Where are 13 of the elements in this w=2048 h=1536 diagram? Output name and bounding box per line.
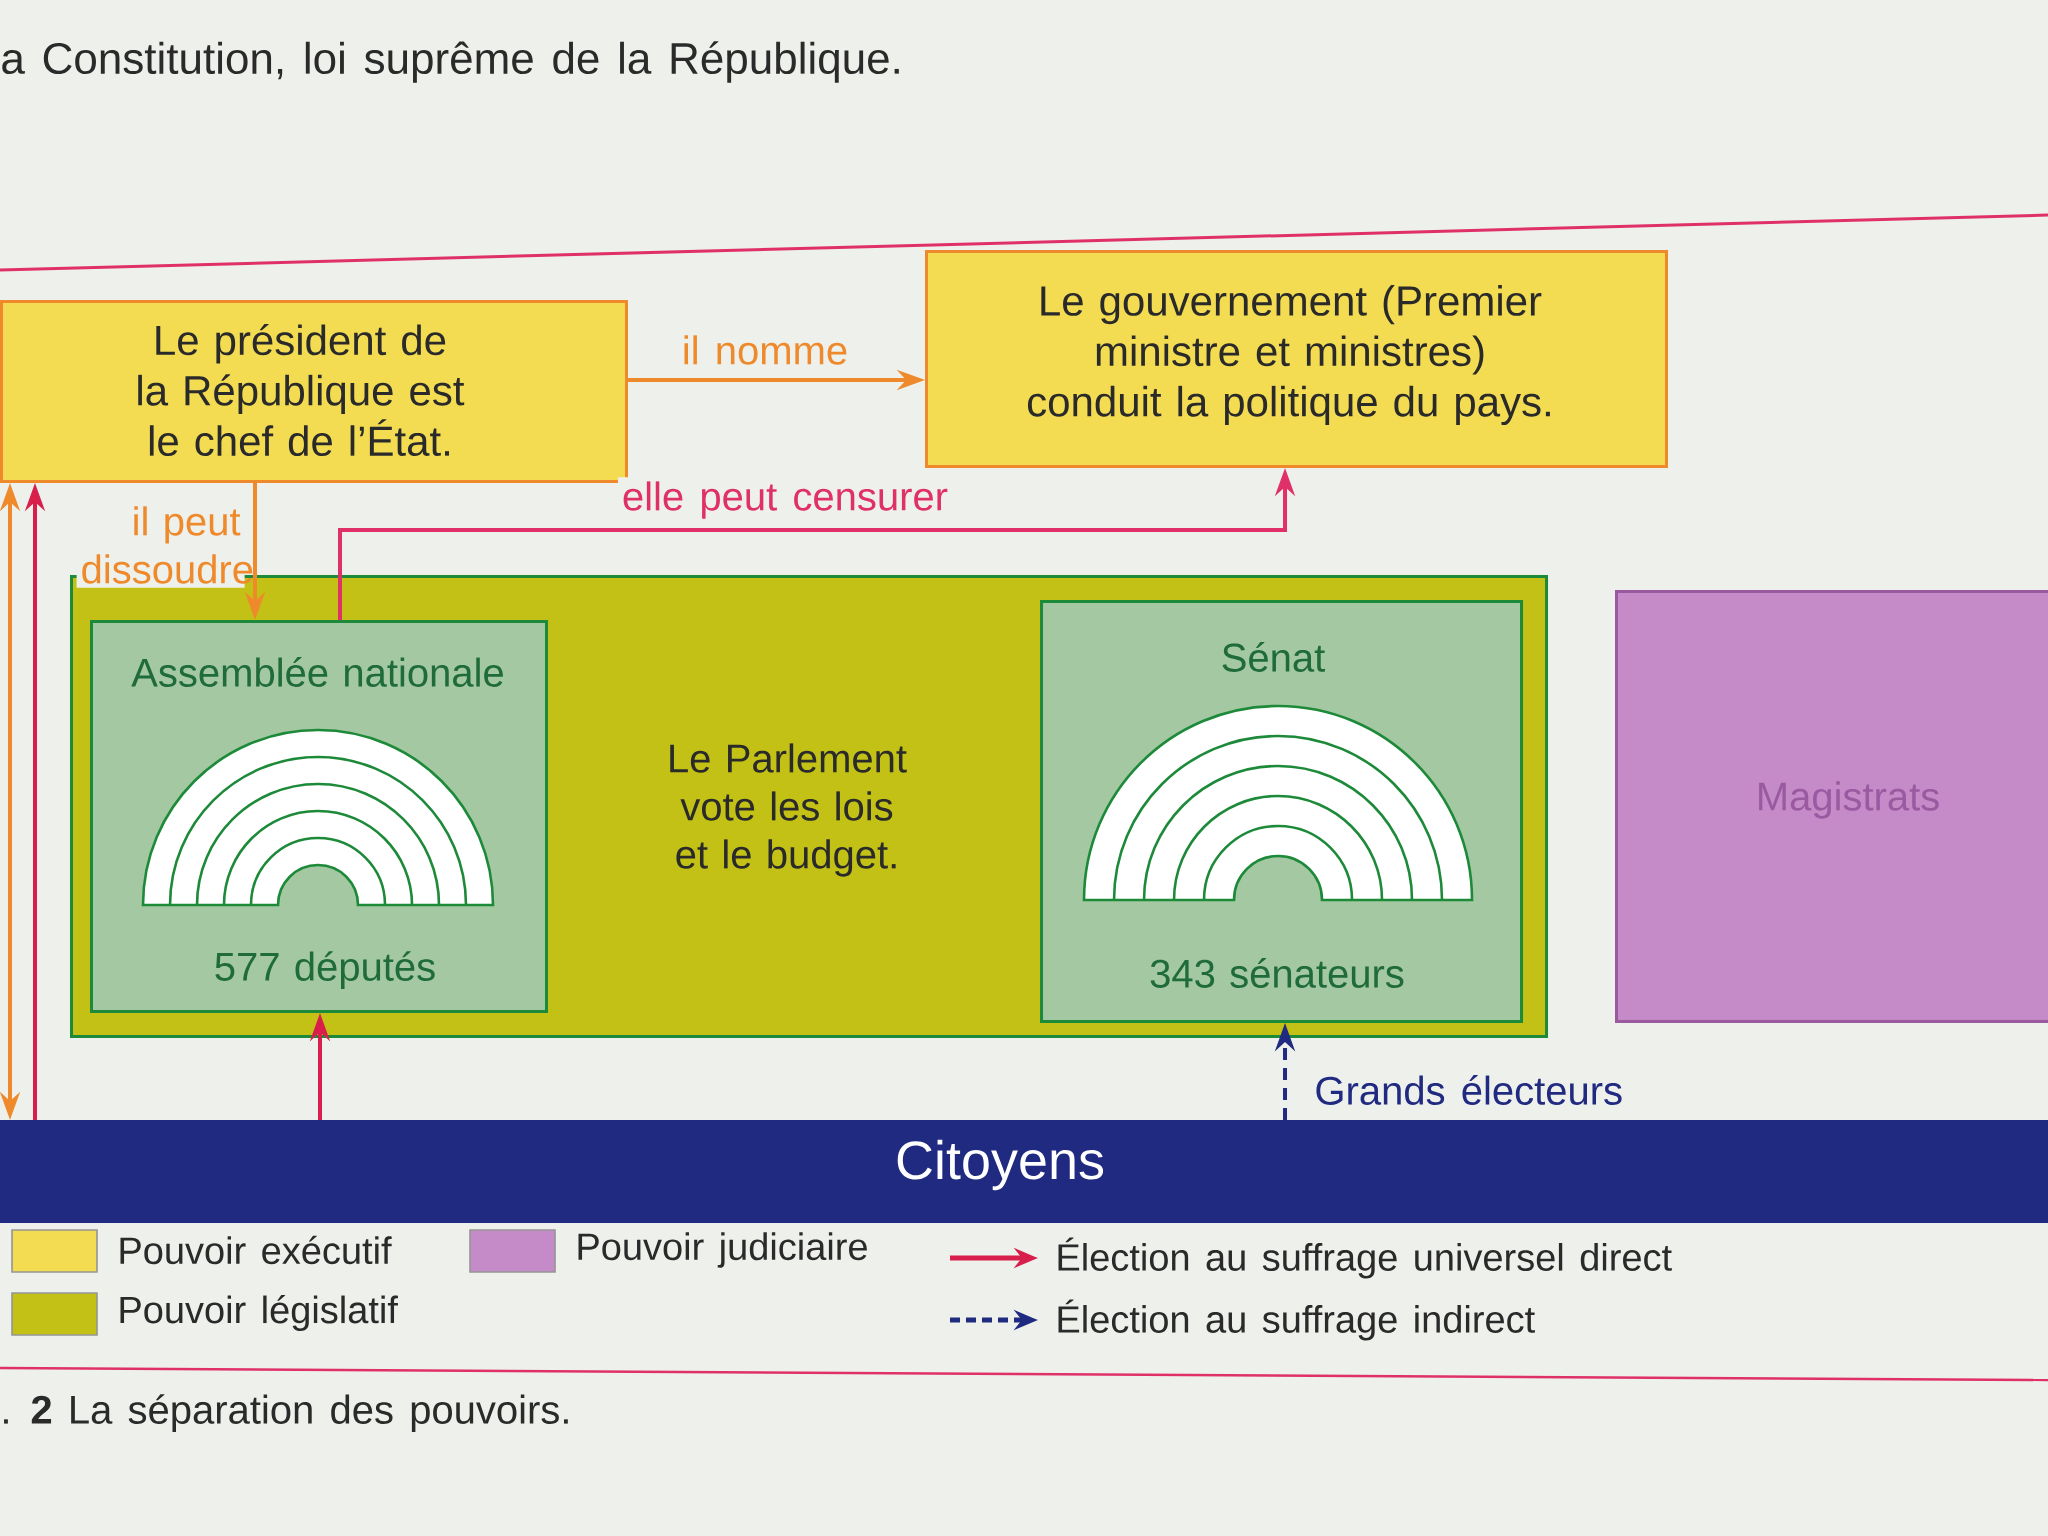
legend-text: Pouvoir législatif: [120, 1295, 398, 1331]
executive-box: Le gouvernement (Premier ministre et ministres) conduit la politique du pays.: [925, 250, 1669, 468]
heading-text: a Constitution, loi suprême de la République.: [2, 41, 899, 83]
legend-text: Élection au suffrage universel direct: [1058, 1237, 1672, 1279]
edge-label: il nomme: [677, 331, 853, 369]
legend-text: Pouvoir exécutif: [120, 1235, 392, 1265]
executive-box: Le président de la République est le chef de l’État.: [0, 300, 628, 483]
edge-label: elle peut censurer: [617, 477, 953, 523]
citizens-band: Citoyens: [0, 1120, 2048, 1223]
legend-text: Élection au suffrage indirect: [1058, 1299, 1535, 1341]
caption: . 2 La séparation des pouvoirs.: [4, 1394, 568, 1432]
edge-label: Grands électeurs: [1310, 1071, 1628, 1109]
legend-text: Pouvoir judiciaire: [578, 1232, 867, 1268]
